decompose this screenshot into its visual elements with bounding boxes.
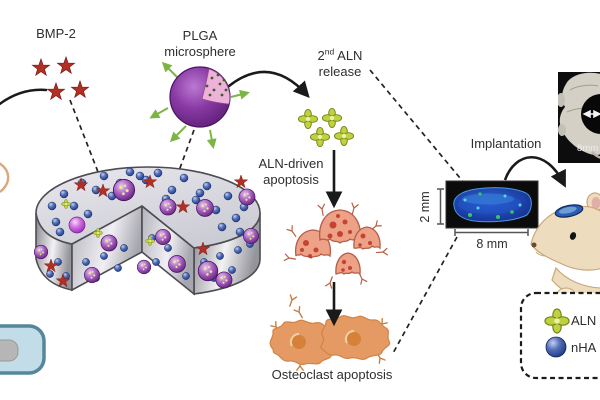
dashed-connector-release-microct — [369, 69, 466, 185]
skull-ct-image — [558, 72, 600, 163]
osteoclast-apoptosis-label-text: Osteoclast apoptosis — [271, 367, 393, 382]
cell-icon — [0, 324, 46, 375]
scaffold-thickness-label: 2 mm — [417, 186, 433, 228]
legend-nha-label: nHA — [571, 340, 600, 356]
dashed-connectors — [69, 69, 466, 356]
scaffold-diameter-text: 8 mm — [476, 237, 508, 251]
scaffold-thickness-text: 2 mm — [418, 191, 432, 223]
skull-defect-label-text: 8mm — [577, 143, 599, 154]
cropped-cell-edge — [0, 162, 10, 193]
implantation-label: Implantation — [450, 136, 562, 152]
aln-driven-line2: apoptosis — [263, 172, 319, 187]
osteoclast-cells — [283, 202, 389, 289]
plga-microsphere — [149, 61, 250, 149]
rat-nose — [531, 242, 537, 248]
apoptotic-osteoclasts — [269, 294, 391, 371]
dashed-connector-plga-scaffold — [172, 129, 195, 188]
bmp2-label: BMP-2 — [14, 26, 98, 42]
skull-defect-label: 8mm — [577, 141, 600, 157]
release-arrows — [149, 61, 250, 149]
ct-green-speckles — [468, 192, 514, 219]
legend-aln-text: ALN — [571, 313, 597, 328]
plga-label-line2: microsphere — [164, 44, 236, 59]
osteoclast-apoptosis-label: Osteoclast apoptosis — [250, 367, 414, 383]
legend-nha-text: nHA — [571, 340, 597, 355]
rat-head — [530, 192, 600, 303]
apoptotic-nucleus — [292, 335, 306, 349]
cell-nucleus — [0, 339, 19, 362]
legend-box — [519, 291, 600, 380]
rat-eye — [569, 232, 577, 240]
second-aln-release-line1: 2nd ALN — [317, 46, 363, 63]
bmp2-label-text: BMP-2 — [36, 26, 76, 41]
plga-drug-dots — [205, 73, 228, 97]
plga-microsphere-label: PLGA microsphere — [144, 28, 256, 60]
dashed-connector-microct-osteoclast — [391, 236, 458, 356]
curve-connector-plga-release — [227, 70, 310, 99]
dimension-brackets — [437, 188, 529, 236]
osteoclast-nuclei — [300, 214, 372, 272]
nha-sphere-icon — [545, 336, 567, 358]
rat-implant — [554, 204, 584, 218]
implantation-label-text: Implantation — [470, 136, 542, 151]
implantation-arrow — [503, 156, 566, 188]
scaffold-disc — [33, 166, 261, 296]
curve-connector-left — [0, 88, 48, 106]
magenta-sphere — [68, 216, 86, 234]
apoptotic-nucleus — [347, 332, 361, 346]
microct-scaffold-image — [437, 180, 539, 236]
aln-driven-line1: ALN-driven — [258, 156, 324, 171]
plga-label-line1: PLGA — [182, 28, 218, 43]
dashed-connector-bmp2-scaffold — [69, 99, 99, 173]
second-aln-release-label: 2nd ALN release — [294, 46, 386, 80]
second-aln-release-line2: release — [318, 64, 362, 79]
legend-aln-label: ALN — [571, 313, 600, 329]
scaffold-diameter-label: 8 mm — [459, 236, 525, 252]
ct-cyan-speckles — [463, 194, 522, 210]
second-release-clovers — [297, 107, 355, 148]
bmp2-stars — [31, 56, 90, 100]
aln-driven-apoptosis-label: ALN-driven apoptosis — [246, 156, 336, 188]
